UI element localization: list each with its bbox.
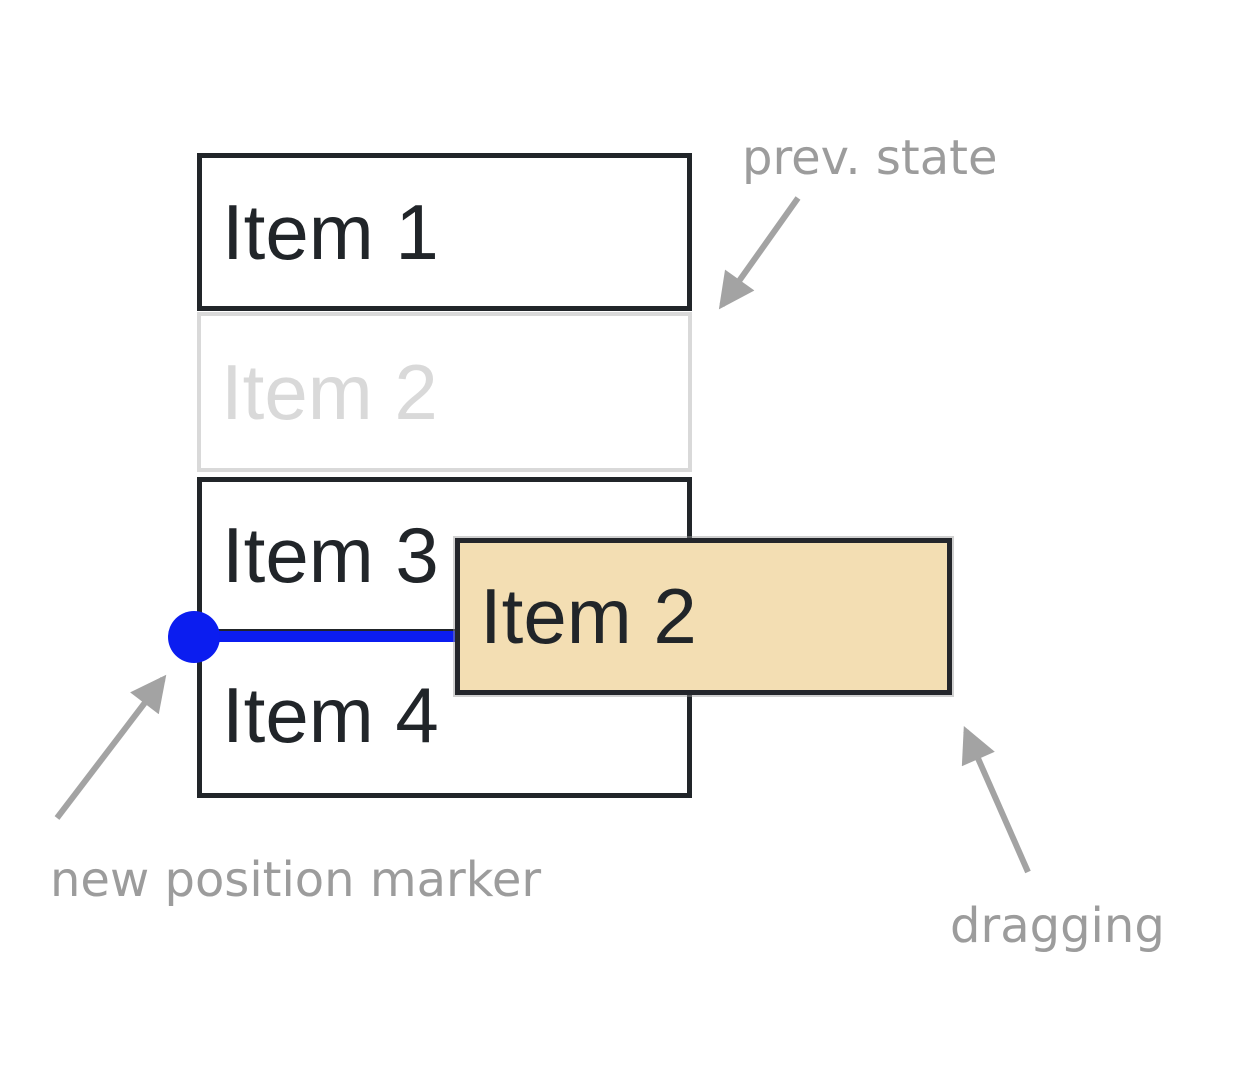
list-item-1[interactable]: Item 1 xyxy=(197,153,692,311)
list-item-2-ghost-label: Item 2 xyxy=(221,347,438,436)
dragged-item[interactable]: Item 2 xyxy=(455,538,952,695)
prev-state-arrow xyxy=(718,196,801,310)
dragging-arrow xyxy=(961,726,1031,874)
list-item-4-label: Item 4 xyxy=(222,670,439,759)
dragged-item-label: Item 2 xyxy=(480,572,697,660)
list-item-3-label: Item 3 xyxy=(222,511,439,599)
annotation-dragging: dragging xyxy=(950,898,1165,954)
annotation-new-position-marker: new position marker xyxy=(50,852,542,908)
new-position-marker-arrow xyxy=(54,674,167,820)
list-item-1-label: Item 1 xyxy=(222,187,439,276)
annotation-prev-state: prev. state xyxy=(742,130,998,186)
list-item-4[interactable]: Item 4 xyxy=(197,632,692,798)
list-item-2-ghost-previous-position: Item 2 xyxy=(197,312,692,472)
